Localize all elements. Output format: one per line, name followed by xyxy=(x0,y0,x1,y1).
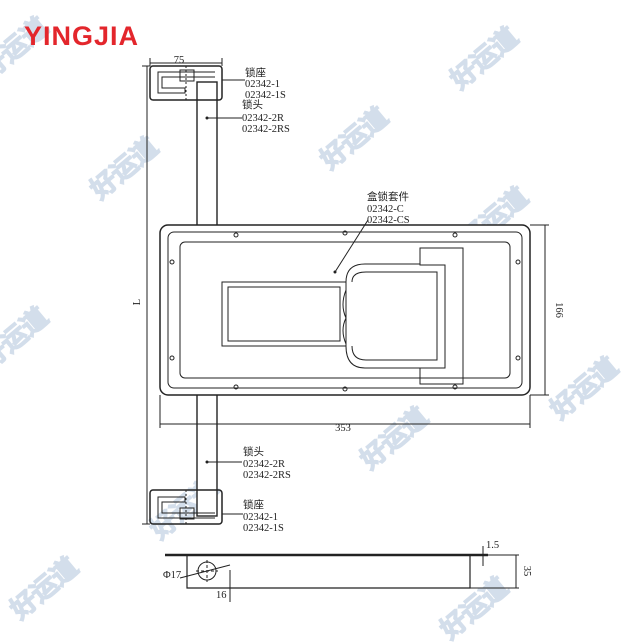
bottom-lock-seat xyxy=(149,489,223,525)
watermark-text: 好运道 xyxy=(0,301,54,376)
brand-logo: YINGJIA xyxy=(24,21,139,51)
dim-flange: 1.5 xyxy=(486,540,499,551)
bottom-head-code: 02342-2RS xyxy=(243,470,291,481)
top-head-name: 锁头 xyxy=(242,98,263,111)
top-seat-code: 02342-1 xyxy=(245,79,280,90)
kit-code: 02342-CS xyxy=(367,215,410,226)
bottom-seat-code: 02342-1 xyxy=(243,512,278,523)
annotations: 75 L 353 166 锁座 02342-1 02342-1S 锁头 0234… xyxy=(132,55,564,601)
side-view xyxy=(165,546,519,602)
dim-plate-height: 166 xyxy=(553,302,564,318)
watermark-text: 好运道 xyxy=(444,21,524,96)
watermark-text: 好运道 xyxy=(314,101,394,176)
watermark-text: 好运道 xyxy=(84,131,164,206)
bottom-seat-code: 02342-1S xyxy=(243,523,284,534)
dim-depth: 35 xyxy=(521,566,532,577)
bottom-head-code: 02342-2R xyxy=(243,459,285,470)
dim-plate-width: 353 xyxy=(335,423,351,434)
watermark-text: 好运道 xyxy=(544,351,624,426)
kit-code: 02342-C xyxy=(367,204,404,215)
lock-plate xyxy=(159,224,531,396)
dim-hole-offset: 16 xyxy=(216,590,227,601)
watermark-text: 好运道 xyxy=(434,571,514,644)
dim-seat-width: 75 xyxy=(174,55,185,66)
front-view xyxy=(142,58,549,525)
top-seat-name: 锁座 xyxy=(245,66,266,79)
top-seat-code: 02342-1S xyxy=(245,90,286,101)
watermark-text: 好运道 xyxy=(354,401,434,476)
dim-hole-diameter: Φ17 xyxy=(163,570,181,581)
bottom-seat-name: 锁座 xyxy=(243,498,264,511)
dim-length: L xyxy=(132,299,143,305)
top-lock-seat xyxy=(149,65,223,101)
kit-name: 盒锁套件 xyxy=(367,190,409,203)
watermark-text: 好运道 xyxy=(4,551,84,626)
bottom-head-name: 锁头 xyxy=(243,445,264,458)
top-head-code: 02342-2R xyxy=(242,113,284,124)
top-head-code: 02342-2RS xyxy=(242,124,290,135)
